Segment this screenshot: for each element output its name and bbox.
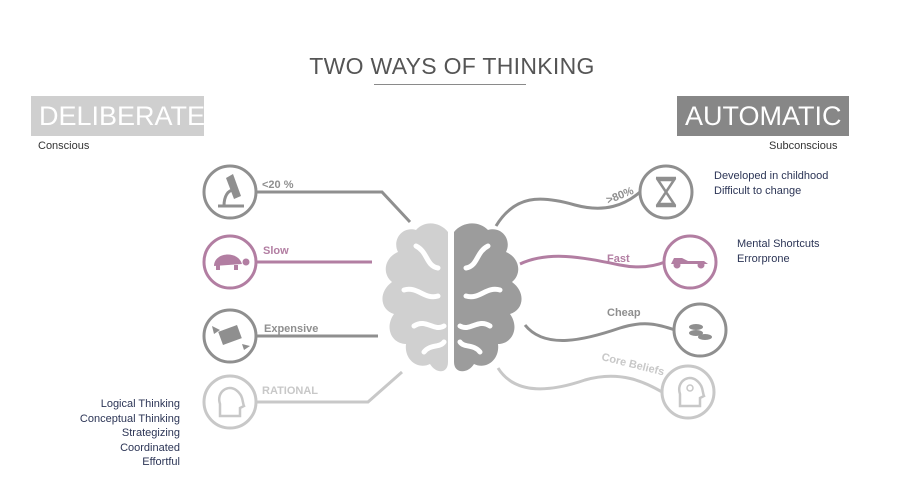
race-car-icon xyxy=(662,234,718,290)
conscious-subheading: Conscious xyxy=(38,140,90,152)
description-automatic-1: Developed in childhood Difficult to chan… xyxy=(714,169,828,198)
title-underline xyxy=(374,84,526,85)
microscope-icon xyxy=(202,164,258,220)
connector-left-1 xyxy=(255,190,412,224)
label-expensive: Expensive xyxy=(264,323,318,335)
subconscious-subheading: Subconscious xyxy=(769,140,838,152)
trait-item: Logical Thinking xyxy=(100,398,180,410)
connector-right-2 xyxy=(519,254,666,269)
connector-right-1 xyxy=(494,190,641,227)
brain-icon xyxy=(382,223,522,372)
coins-icon xyxy=(672,302,728,358)
label-slow: Slow xyxy=(263,245,289,257)
turtle-icon xyxy=(202,234,258,290)
trait-item: Coordinated xyxy=(120,441,180,454)
head-lightbulb-icon xyxy=(660,364,716,420)
description-automatic-2: Mental Shortcuts Errorprone xyxy=(737,237,820,266)
deliberate-heading: DELIBERATE xyxy=(31,96,205,136)
page-title: TWO WAYS OF THINKING xyxy=(309,53,595,79)
label-rational: RATIONAL xyxy=(262,385,318,397)
connector-left-4 xyxy=(255,370,403,404)
trait-item: Effortful xyxy=(142,456,180,468)
description-line: Developed in childhood xyxy=(714,170,829,182)
flying-money-icon xyxy=(202,308,258,364)
trait-item: Strategizing xyxy=(121,427,180,439)
label-less-20: <20 % xyxy=(262,179,294,191)
description-line: Difficult to change xyxy=(714,184,802,197)
trait-item: Conceptual Thinking xyxy=(79,412,180,425)
automatic-heading: AUTOMATIC xyxy=(677,96,849,136)
connector-right-4 xyxy=(496,367,663,394)
label-cheap: Cheap xyxy=(607,307,641,319)
head-brain-icon xyxy=(202,374,258,430)
description-line: Mental Shortcuts xyxy=(737,238,820,250)
connector-right-3 xyxy=(523,322,676,342)
label-core-beliefs: Core Beliefs xyxy=(600,351,665,378)
label-fast: Fast xyxy=(607,253,630,265)
description-line: Errorprone xyxy=(737,252,790,265)
deliberate-traits-list: Logical Thinking Conceptual Thinking Str… xyxy=(80,397,180,470)
hourglass-icon xyxy=(638,164,694,220)
